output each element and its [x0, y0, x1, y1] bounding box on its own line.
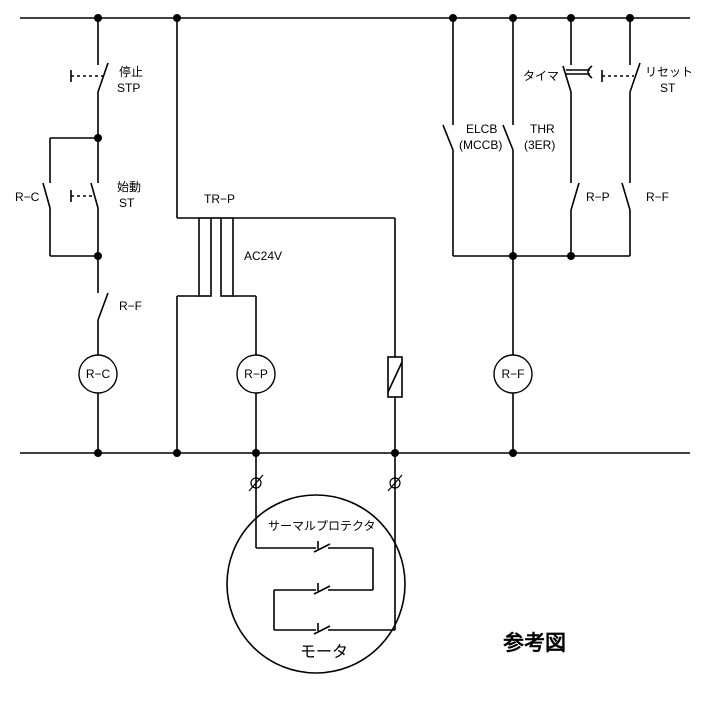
- motor-outline: [226, 494, 406, 674]
- branch-start-stop: [42, 18, 118, 453]
- rc-hold-contact: [42, 182, 51, 209]
- reset-switch-name: リセット: [645, 65, 693, 79]
- rf-contact: [97, 292, 109, 321]
- thr-label: THR: [530, 122, 555, 136]
- transformer: [198, 217, 234, 297]
- ter-label: (3ER): [524, 138, 555, 152]
- rf-contact-label-2: R−F: [646, 190, 669, 204]
- reset-switch-code: ST: [660, 81, 676, 95]
- start-switch-name: 始動: [117, 180, 141, 194]
- branch-timer: [562, 18, 593, 256]
- stop-switch-name: 停止: [119, 64, 143, 79]
- rp-contact: [570, 182, 580, 211]
- motor: [226, 494, 406, 674]
- mccb-label: (MCCB): [459, 138, 502, 152]
- protector-contact-3: [313, 623, 331, 635]
- elcb-label: ELCB: [466, 122, 497, 136]
- protector-contact-2: [313, 583, 331, 595]
- stop-switch: [70, 62, 109, 93]
- thermal-protector-label: サーマルプロテクタ: [268, 519, 376, 533]
- heater-element: [387, 356, 403, 398]
- rp-coil-label: R−P: [244, 367, 268, 381]
- figure-caption: 参考図: [503, 631, 566, 655]
- timer-label: タイマ: [523, 69, 559, 83]
- reset-switch: [601, 62, 641, 93]
- thr-contact: [502, 124, 514, 151]
- transformer-label: TR−P: [204, 192, 235, 206]
- stop-switch-code: STP: [117, 81, 140, 95]
- start-switch-code: ST: [119, 196, 135, 210]
- branch-elcb: [442, 18, 630, 453]
- start-switch: [70, 182, 99, 209]
- rc-coil-label: R−C: [86, 367, 111, 381]
- voltage-label: AC24V: [244, 249, 282, 263]
- motor-label: モータ: [300, 643, 348, 661]
- rf-coil-label: R−F: [501, 367, 524, 381]
- rc-contact-label: R−C: [15, 190, 40, 204]
- timer-contact: [562, 65, 593, 93]
- branch-transformer: [176, 18, 403, 630]
- terminal-left: [248, 474, 264, 492]
- elcb-contact: [442, 124, 454, 151]
- rf-contact-label: R−F: [119, 299, 142, 313]
- rp-contact-label: R−P: [586, 190, 610, 204]
- rf-contact-2: [621, 182, 631, 211]
- terminal-right: [387, 474, 403, 492]
- protector-contact-1: [313, 541, 331, 553]
- branch-reset: [601, 18, 641, 256]
